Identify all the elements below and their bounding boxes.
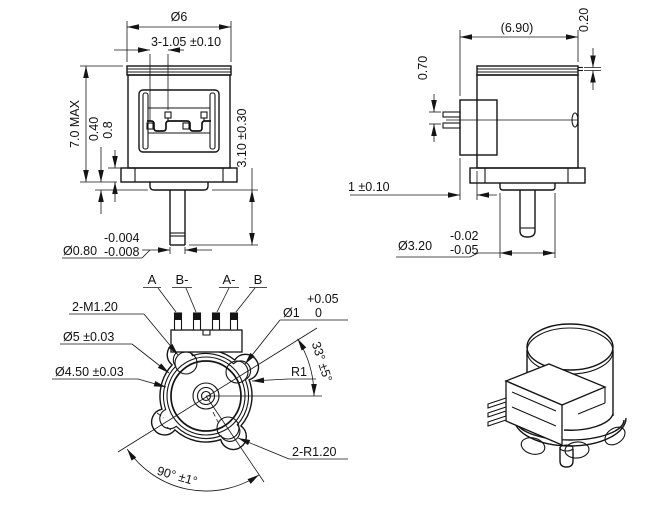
bottom-view: A B- A- B 2-M1.20 Ø5 ±0.03 Ø4.50 ±0.03	[52, 272, 348, 492]
dim-side-boss-diameter: Ø3.20	[398, 239, 432, 253]
dim-front-pin-pitch: 3-1.05 ±0.10	[151, 35, 221, 49]
connector-block	[170, 329, 243, 353]
dim-side-pin-pitch: 0.70	[416, 56, 430, 80]
pin-hole-upper-right	[225, 360, 249, 384]
dim-front-shaft-tol-lower: -0.008	[104, 245, 139, 259]
pin-label-b: B	[254, 272, 263, 287]
dim-bottom-mounting-holes: 2-M1.20	[72, 300, 118, 314]
dim-front-shaft-tol-upper: -0.004	[104, 231, 139, 245]
dim-front-overall-height: 7.0 MAX	[68, 99, 82, 148]
connector-pins	[173, 312, 239, 331]
dim-bottom-pin-hole-tol-upper: +0.05	[307, 292, 339, 306]
pin-label-a: A	[148, 272, 157, 287]
dim-bottom-lobe-radius: 2-R1.20	[292, 445, 337, 459]
bottom-view-outline	[117, 312, 322, 483]
isometric-view	[487, 323, 627, 468]
front-view-dimensions: Ø6 3-1.05 ±0.10 7.0 MAX 0.40 0.8	[62, 10, 258, 259]
dim-bottom-pin-hole-diameter: Ø1	[283, 306, 300, 320]
dim-bottom-pin-hole-tol-lower: 0	[315, 306, 322, 320]
mounting-hole-lower-right	[216, 416, 240, 440]
side-view-dimensions: (6.90) 0.20 0.70 1 ±0.10	[348, 8, 601, 258]
dim-bottom-body-circle: Ø5 ±0.03	[63, 330, 114, 344]
front-view-outline	[120, 65, 238, 246]
iso-outline	[487, 323, 627, 468]
dim-front-shaft-diameter: Ø0.80	[63, 244, 97, 258]
dim-bottom-inner-circle: Ø4.50 ±0.03	[55, 365, 124, 379]
dim-side-lip-thickness: 0.20	[577, 8, 591, 32]
dim-side-overall-depth: (6.90)	[501, 21, 534, 35]
pin-label-b-minus: B-	[176, 272, 189, 287]
front-view: Ø6 3-1.05 ±0.10 7.0 MAX 0.40 0.8	[62, 10, 258, 259]
dim-front-shaft-length: 3.10 ±0.30	[235, 108, 249, 167]
dim-side-boss-tol-lower: -0.05	[450, 243, 479, 257]
dim-front-flange-thickness: 0.8	[101, 121, 115, 138]
pin-label-a-minus: A-	[223, 272, 236, 287]
dim-bottom-fillet-radius: R1	[291, 365, 307, 379]
dim-front-step-height: 0.40	[87, 117, 101, 141]
side-view-outline	[442, 65, 586, 238]
dim-side-boss-tol-upper: -0.02	[450, 229, 479, 243]
side-view: (6.90) 0.20 0.70 1 ±0.10	[348, 8, 601, 258]
dim-front-body-diameter: Ø6	[171, 10, 188, 24]
dim-side-connector-offset: 1 ±0.10	[348, 180, 390, 194]
